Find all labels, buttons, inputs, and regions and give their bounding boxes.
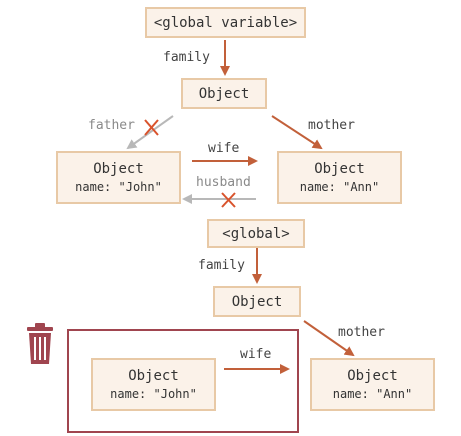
father-cross-icon (144, 119, 159, 136)
mother-arrow-top (271, 115, 323, 150)
family-object-top: Object (181, 78, 267, 109)
trash-icon (27, 323, 53, 364)
mother-label-bottom: mother (338, 325, 385, 340)
john-object-bottom: Object name: "John" (91, 358, 216, 411)
mother-arrow-bottom (303, 320, 355, 357)
family-label-bottom: family (198, 258, 245, 273)
global-variable-text: <global variable> (153, 14, 298, 31)
family-label-top: family (163, 50, 210, 65)
husband-label: husband (196, 175, 251, 190)
ann-object-bottom: Object name: "Ann" (310, 358, 435, 411)
family-object-bottom: Object (213, 286, 301, 317)
mother-label-top: mother (308, 118, 355, 133)
husband-cross-icon (221, 192, 236, 208)
ann-object-top: Object name: "Ann" (277, 151, 402, 204)
global-variable-box: <global variable> (145, 7, 306, 38)
garbage-collected-area (67, 329, 299, 433)
father-arrow-removed (126, 115, 174, 150)
wife-label-top: wife (208, 141, 240, 156)
wife-label-bottom: wife (240, 347, 272, 362)
john-object-top: Object name: "John" (56, 151, 181, 204)
father-label: father (88, 118, 135, 133)
global-box-bottom: <global> (207, 219, 305, 248)
